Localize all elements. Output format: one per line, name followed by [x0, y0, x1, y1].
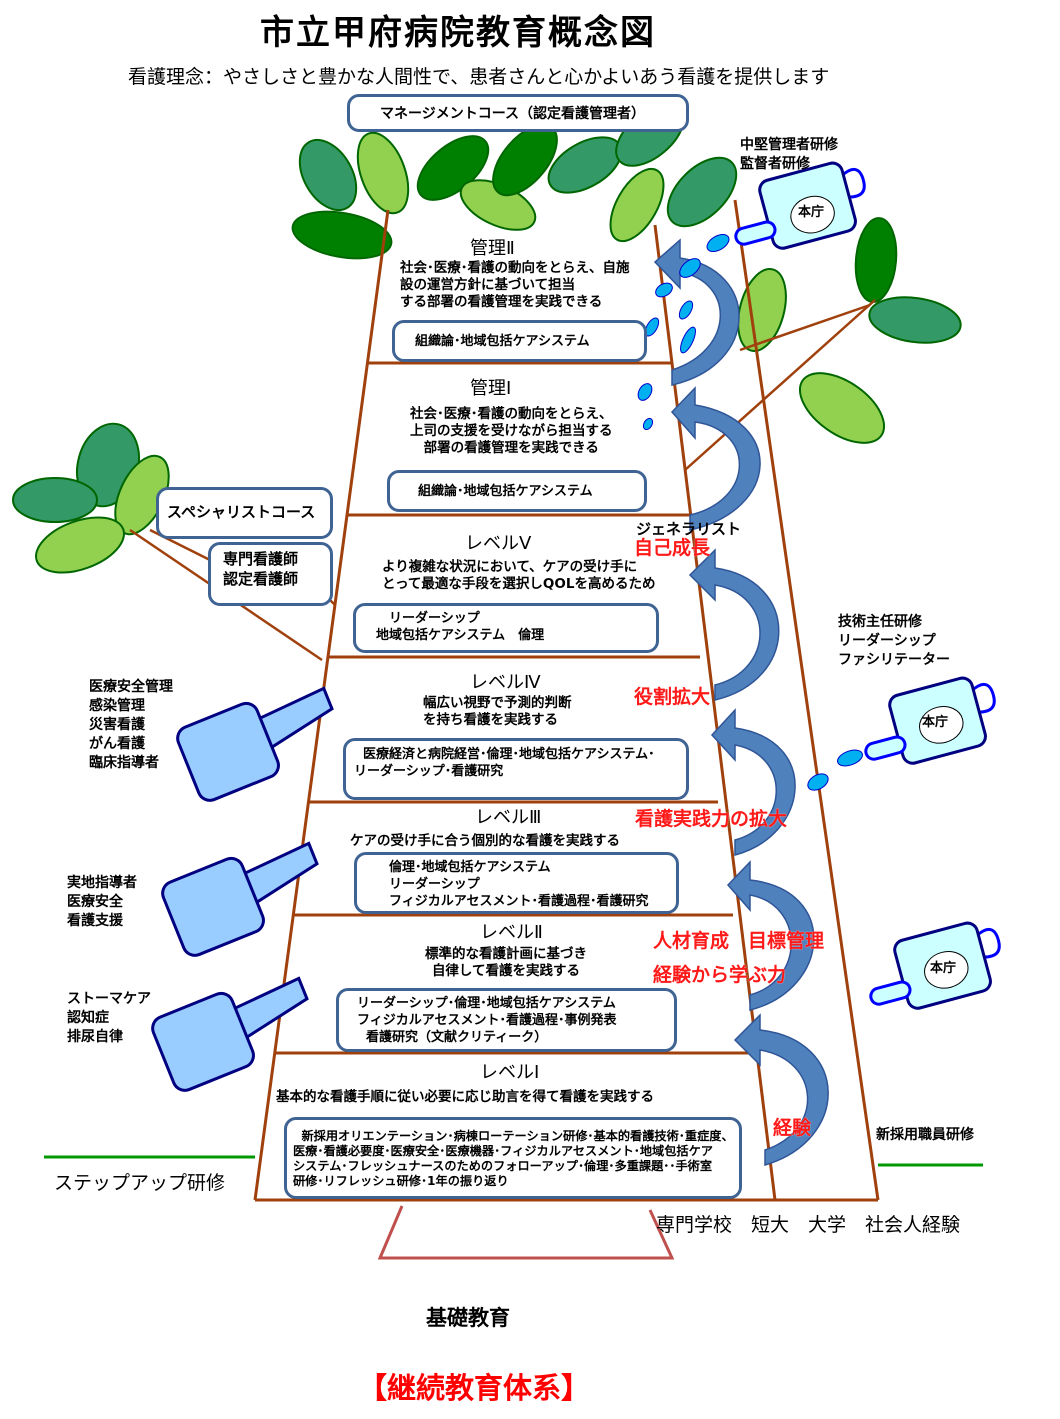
level-topics-box: 組織論･地域包括ケアシステム — [387, 470, 647, 512]
level-topics-box: 新採用オリエンテーション･病棟ローテーション研修･基本的看護技術･重症度、 医療… — [284, 1117, 742, 1199]
level-topics-box: 倫理･地域包括ケアシステム リーダーシップ フィジカルアセスメント･看護過程･看… — [354, 852, 679, 914]
level-desc: 社会･医療･看護の動向をとらえ、 上司の支援を受けながら担当する 部署の看護管理… — [410, 406, 613, 456]
specialist-course-box: スペシャリストコース — [156, 487, 333, 539]
practice-expansion-label: 看護実践力の拡大 — [635, 808, 788, 830]
generalist-label: ジェネラリスト — [636, 520, 742, 538]
mid-manager-training: 中堅管理者研修 監督者研修 — [740, 137, 838, 172]
can-label: 本庁 — [922, 715, 949, 730]
learn-experience-label: 経験から学ぶ力 — [653, 964, 787, 986]
growth-arrows — [653, 238, 829, 1167]
left-label-preceptor: 実地指導者 医療安全 看護支援 — [67, 875, 137, 929]
tech-chief-training: 技術主任研修 リーダーシップ ファシリテーター — [838, 614, 950, 668]
new-staff-training: 新採用職員研修 — [876, 1127, 974, 1143]
leaves — [12, 103, 962, 574]
level-desc: 基本的な看護手順に従い必要に応じ助言を得て看護を実践する — [276, 1089, 654, 1105]
left-label-specialties: 医療安全管理 感染管理 災害看護 がん看護 臨床指導者 — [89, 679, 173, 771]
specialist-roles-box: 専門看護師 認定看護師 — [208, 542, 333, 606]
level-desc: ケアの受け手に合う個別的な看護を実践する — [350, 833, 620, 849]
level-name: 管理Ⅰ — [470, 378, 512, 399]
level-desc: 標準的な看護計画に基づき 自律して看護を実践する — [425, 946, 587, 979]
can-label: 本庁 — [798, 205, 825, 220]
management-course-box: マネージメントコース（認定看護管理者） — [347, 94, 689, 132]
backgrounds: 専門学校 短大 大学 社会人経験 — [656, 1214, 961, 1236]
water-drops — [637, 233, 863, 791]
footer-title: 【継続教育体系】 — [358, 1371, 591, 1405]
can-label: 本庁 — [930, 961, 957, 976]
step-up-training: ステップアップ研修 — [54, 1172, 226, 1194]
level-topics-box: リーダーシップ 地域包括ケアシステム 倫理 — [353, 603, 659, 653]
level-name: レベルⅢ — [475, 807, 542, 828]
level-topics-box: リーダーシップ･倫理･地域包括ケアシステム フィジカルアセスメント･看護過程･事… — [336, 988, 677, 1052]
level-topics-box: 組織論･地域包括ケアシステム — [392, 320, 647, 362]
left-label-stoma: ストーマケア 認知症 排尿自律 — [67, 991, 151, 1045]
hr-development-label: 人材育成 目標管理 — [653, 930, 825, 952]
level-name: レベルⅠ — [480, 1062, 540, 1083]
ground-lines — [44, 1155, 983, 1167]
watering-cans — [734, 161, 1001, 1010]
level-name: レベルⅣ — [470, 672, 541, 693]
page-title: 市立甲府病院教育概念図 — [260, 13, 656, 53]
role-expansion-label: 役割拡大 — [634, 686, 711, 708]
bottles — [151, 686, 334, 1092]
self-growth-label: 自己成長 — [634, 537, 711, 559]
nursing-philosophy: 看護理念：やさしさと豊かな人間性で、患者さんと心かよいあう看護を提供します — [128, 66, 830, 88]
level-desc: より複雑な状況において、ケアの受け手に とって最適な手段を選択しQOLを高めるた… — [382, 559, 656, 592]
level-topics-box: 医療経済と病院経営･倫理･地域包括ケアシステム･ リーダーシップ･看護研究 — [343, 738, 689, 800]
level-desc: 幅広い視野で予測的判断 を持ち看護を実践する — [423, 695, 572, 728]
basic-education: 基礎教育 — [426, 1306, 510, 1330]
level-name: 管理Ⅱ — [470, 238, 515, 259]
level-name: レベルⅡ — [480, 922, 543, 943]
level-desc: 社会･医療･看護の動向をとらえ、自施 設の運営方針に基づいて担当 する部署の看護… — [400, 260, 630, 310]
level-name: レベルⅤ — [465, 533, 532, 554]
base-trapezoid — [377, 1205, 675, 1260]
experience-label: 経験 — [773, 1117, 812, 1139]
